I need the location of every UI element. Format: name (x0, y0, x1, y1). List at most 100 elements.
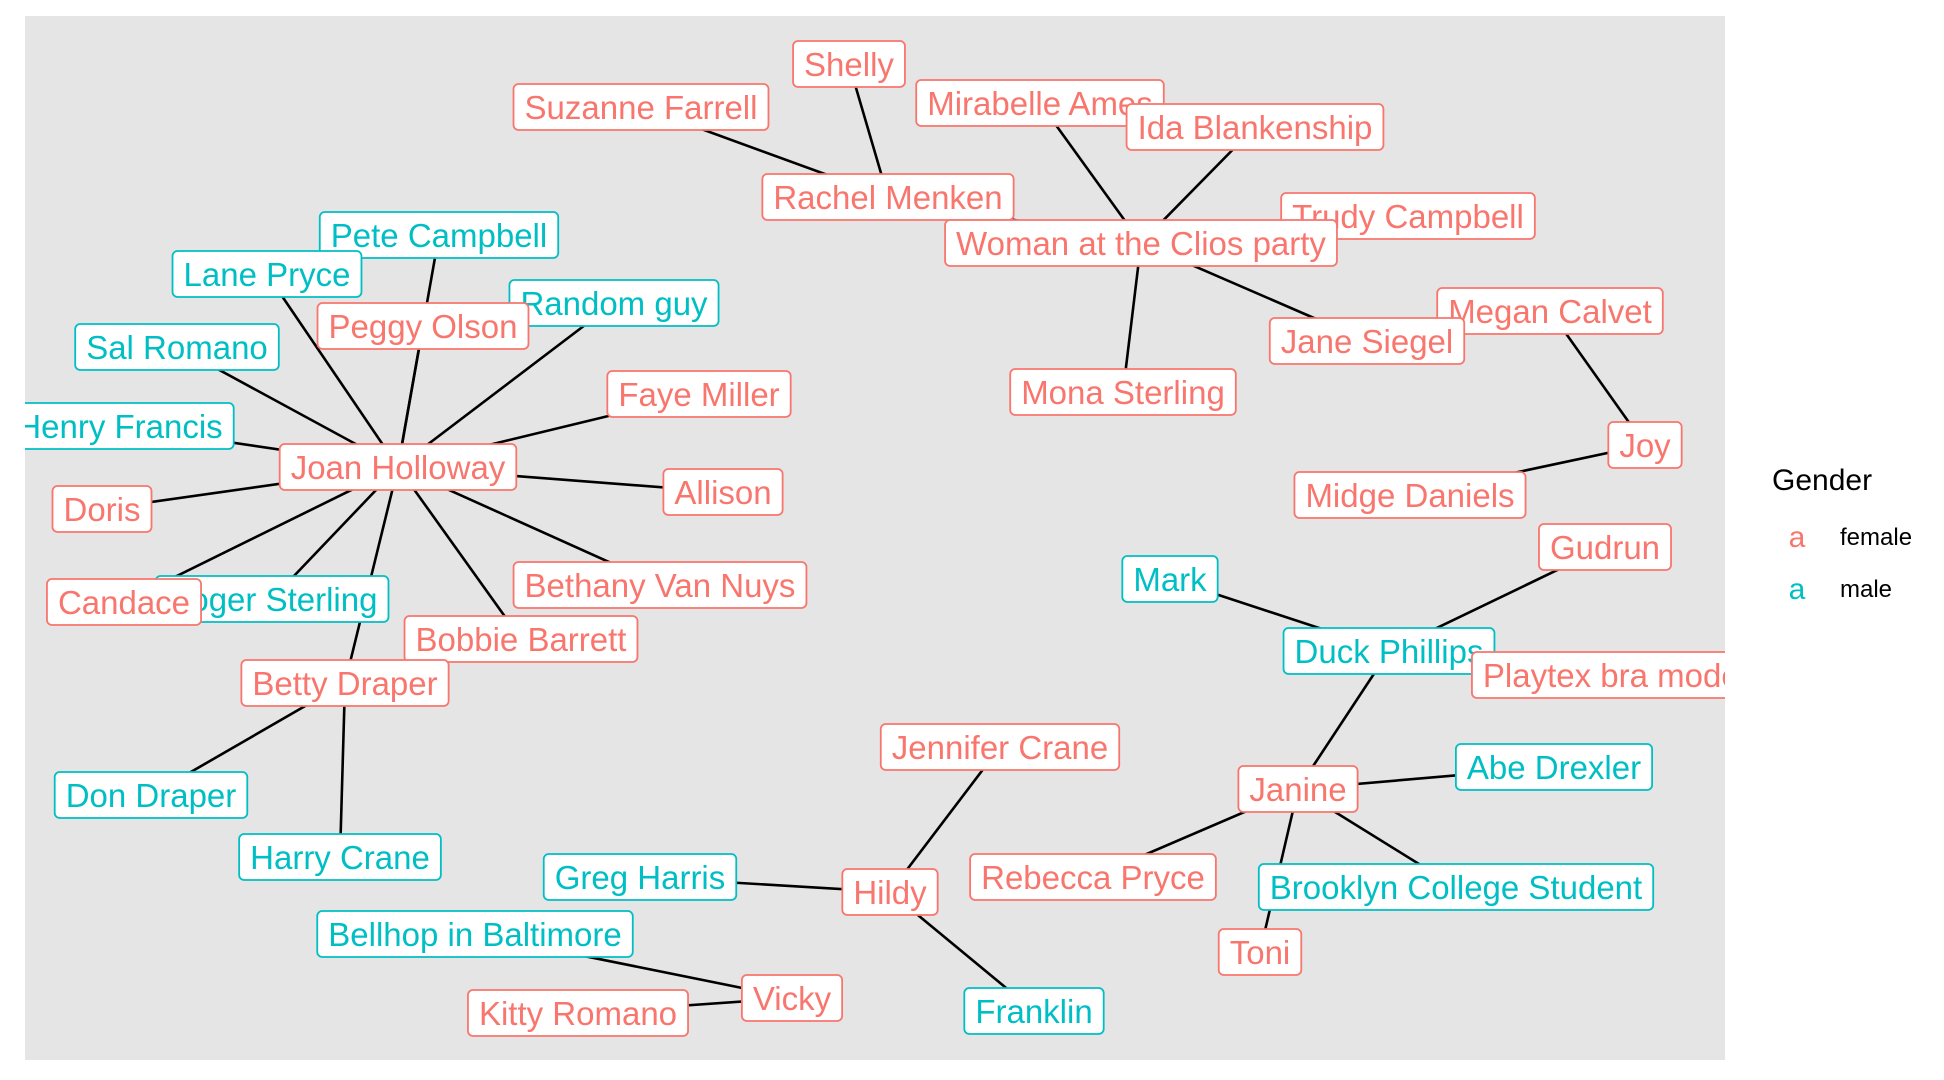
node-pete: Pete Campbell (318, 211, 560, 259)
node-megan: Megan Calvet (1436, 287, 1664, 335)
node-jennifer: Jennifer Crane (879, 723, 1121, 771)
node-mirabelle: Mirabelle Ames (915, 79, 1165, 127)
node-label: Ida Blankenship (1138, 109, 1373, 146)
node-greg: Greg Harris (542, 853, 738, 901)
node-label: Doris (63, 491, 140, 528)
node-label: Mirabelle Ames (927, 85, 1153, 122)
node-toni: Toni (1217, 928, 1303, 976)
node-mona: Mona Sterling (1009, 368, 1237, 416)
node-peggy: Peggy Olson (316, 302, 530, 350)
node-abe: Abe Drexler (1454, 743, 1654, 791)
node-doris: Doris (51, 485, 153, 533)
node-label-box (74, 323, 280, 371)
node-label-box (662, 468, 784, 516)
edge-bobbie-joan (396, 466, 523, 640)
edge-random-joan (397, 301, 615, 469)
node-mark: Mark (1121, 555, 1219, 603)
node-label-box (1282, 627, 1496, 675)
legend-key-male: a (1789, 573, 1806, 606)
node-midge: Midge Daniels (1293, 471, 1527, 519)
node-bobbie: Bobbie Barrett (403, 615, 639, 663)
node-label-box (1436, 287, 1664, 335)
node-label: Joan Holloway (291, 449, 506, 486)
node-joan: Joan Holloway (278, 443, 518, 491)
node-random: Random guy (508, 279, 720, 327)
node-jane: Jane Siegel (1268, 317, 1466, 365)
node-label-box (944, 219, 1338, 267)
node-label-box (316, 910, 634, 958)
node-label: Harry Crane (250, 839, 430, 876)
node-label-box (1454, 743, 1654, 791)
node-label-box (1471, 651, 1725, 699)
node-vicky: Vicky (740, 974, 844, 1022)
node-duck: Duck Phillips (1282, 627, 1496, 675)
node-label-box (1237, 765, 1359, 813)
node-bethany: Bethany Van Nuys (512, 561, 808, 609)
node-label-box (240, 659, 450, 707)
node-label-box (1268, 317, 1466, 365)
node-label: Suzanne Farrell (525, 89, 758, 126)
node-label: Bobbie Barrett (416, 621, 627, 658)
node-label: Henry Francis (17, 408, 222, 445)
node-label: Vicky (753, 980, 832, 1017)
node-label-box (915, 79, 1165, 127)
node-faye: Faye Miller (606, 370, 792, 418)
node-label-box (761, 173, 1015, 221)
legend-label-male: male (1840, 576, 1892, 603)
node-label: Peggy Olson (329, 308, 518, 345)
node-rachel: Rachel Menken (761, 173, 1015, 221)
node-don: Don Draper (53, 771, 249, 819)
legend-item-female: a female (1789, 521, 1912, 554)
node-label: Rachel Menken (773, 179, 1002, 216)
legend-label-female: female (1840, 524, 1912, 551)
edge-betty-joan (343, 466, 400, 684)
node-label: Mark (1133, 561, 1207, 598)
node-label-box (1121, 555, 1219, 603)
node-label: Lane Pryce (184, 256, 351, 293)
node-woman: Woman at the Clios party (944, 219, 1338, 267)
node-label-box (25, 402, 235, 450)
node-label-box (238, 833, 442, 881)
node-label: Allison (674, 474, 771, 511)
node-label-box (606, 370, 792, 418)
node-label: Shelly (804, 46, 894, 83)
node-label-box (1293, 471, 1527, 519)
legend-key-female: a (1789, 521, 1806, 554)
node-label: Bellhop in Baltimore (328, 916, 622, 953)
node-label: Brooklyn College Student (1270, 869, 1642, 906)
node-joy: Joy (1607, 421, 1683, 469)
node-label-box (969, 853, 1217, 901)
edge-lane-joan (265, 273, 400, 468)
node-label: Toni (1230, 934, 1291, 971)
node-label: Kitty Romano (479, 995, 677, 1032)
node-label-box (879, 723, 1121, 771)
node-label-box (1009, 368, 1237, 416)
node-label-box (403, 615, 639, 663)
node-kitty: Kitty Romano (467, 989, 689, 1037)
node-candace: Candace (46, 578, 202, 626)
node-lane: Lane Pryce (171, 250, 363, 298)
node-label: Midge Daniels (1305, 477, 1514, 514)
node-label-box (278, 443, 518, 491)
node-ida: Ida Blankenship (1125, 103, 1385, 151)
node-label: Rebecca Pryce (981, 859, 1205, 896)
node-label: Candace (58, 584, 190, 621)
node-label-box (963, 987, 1105, 1035)
node-gudrun: Gudrun (1538, 523, 1672, 571)
node-bellhop: Bellhop in Baltimore (316, 910, 634, 958)
node-label: Don Draper (66, 777, 237, 814)
node-suzanne: Suzanne Farrell (512, 83, 770, 131)
node-brooklyn: Brooklyn College Student (1257, 863, 1655, 911)
node-label-box (1280, 192, 1536, 240)
node-shelly: Shelly (792, 40, 906, 88)
node-label: Joy (1619, 427, 1671, 464)
node-label-box (316, 302, 530, 350)
node-hildy: Hildy (841, 868, 939, 916)
node-label-box (1538, 523, 1672, 571)
node-label: Megan Calvet (1448, 293, 1652, 330)
node-allison: Allison (662, 468, 784, 516)
node-label: Duck Phillips (1295, 633, 1484, 670)
node-playtex: Playtex bra model (1471, 651, 1725, 699)
node-label-box (1125, 103, 1385, 151)
